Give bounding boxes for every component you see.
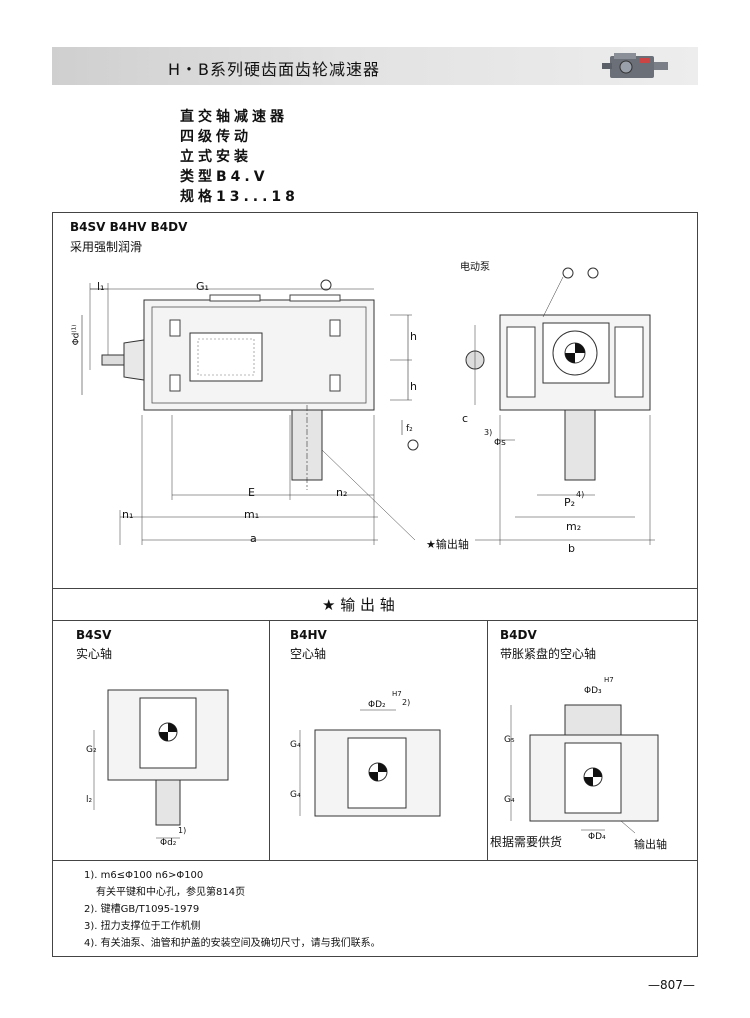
subtitle-line-5: 规格13...18: [180, 189, 299, 205]
dim-label-m2: m₂: [566, 520, 582, 533]
page-number: —807—: [648, 978, 695, 992]
variant-b4sv-code: B4SV: [76, 628, 112, 642]
h7-marker-dv: H7: [604, 676, 614, 684]
b4dv-drawing: [510, 704, 659, 834]
dim-label-g4: G₄: [504, 795, 515, 805]
note-1-marker: 1): [178, 826, 187, 835]
end-view-drawing: [465, 267, 655, 545]
dim-label-phi-d1: Φd⁽¹⁾: [71, 324, 82, 346]
note-3-marker: 3): [484, 428, 493, 437]
dim-label-phi-d2: Φd₂: [160, 838, 177, 848]
dim-label-h-upper: h: [410, 330, 417, 343]
dim-label-c: c: [462, 412, 469, 425]
subtitle-line-1: 直交轴减速器: [180, 109, 288, 125]
dim-label-g5: G₅: [504, 735, 515, 745]
note-4-marker: 4): [576, 490, 585, 499]
variant-b4sv-desc: 实心轴: [76, 647, 113, 661]
dim-label-g4-upper: G₄: [290, 740, 301, 750]
page-title: H・B系列硬齿面齿轮减速器: [168, 60, 381, 79]
variant-b4dv-desc: 带胀紧盘的空心轴: [500, 647, 597, 661]
note-2: 2). 键槽GB/T1095-1979: [84, 904, 200, 915]
side-view-drawing: [81, 279, 419, 545]
gearbox-logo-image: [600, 48, 676, 84]
dim-label-phi-s: Φs: [494, 438, 506, 448]
output-section-title: ★ 输 出 轴: [322, 596, 395, 614]
dim-label-phi-big-d2: ΦD₂: [368, 700, 386, 710]
dim-label-g4-lower: G₄: [290, 790, 301, 800]
dim-label-h-lower: h: [410, 380, 417, 393]
dim-label-n1: n₁: [122, 508, 134, 521]
dim-label-f2: f₂: [406, 424, 413, 434]
top-section-heading: B4SV B4HV B4DV: [70, 220, 188, 234]
dim-label-g1: G₁: [196, 280, 209, 293]
dim-label-m1: m₁: [244, 508, 260, 521]
header-band: [52, 47, 698, 85]
dim-label-l2: l₂: [86, 795, 93, 805]
note-2-marker: 2): [402, 698, 411, 707]
dim-label-g2: G₂: [86, 745, 97, 755]
dim-label-phi-d4: ΦD₄: [588, 832, 606, 842]
top-section-subheading: 采用强制润滑: [70, 240, 143, 254]
divider-line: [53, 588, 697, 589]
output-shaft-callout: ★输出轴: [426, 538, 469, 551]
dim-label-p2: P₂: [564, 496, 576, 509]
h7-marker: H7: [392, 690, 402, 698]
variant-b4hv-code: B4HV: [290, 628, 327, 642]
subtitle-line-2: 四级传动: [180, 129, 252, 145]
subtitle-line-3: 立式安装: [180, 149, 252, 165]
b4sv-drawing: [93, 689, 229, 839]
divider-line: [53, 860, 697, 861]
note-1-continued: 有关平键和中心孔，参见第814页: [96, 887, 246, 898]
output-shaft-label: 输出轴: [634, 838, 667, 851]
dim-label-e: E: [248, 486, 255, 499]
variant-b4hv-desc: 空心轴: [290, 647, 327, 661]
main-frame: [52, 212, 698, 957]
dim-label-b: b: [568, 542, 575, 555]
dim-label-l1: l₁: [97, 280, 105, 293]
b4hv-drawing: [299, 709, 441, 817]
dim-label-phi-d3: ΦD₃: [584, 686, 602, 696]
note-1: 1). m6≤Φ100 n6>Φ100: [84, 870, 204, 881]
variant-b4dv-code: B4DV: [500, 628, 537, 642]
supply-on-request-label: 根据需要供货: [490, 835, 563, 849]
note-3: 3). 扭力支撑位于工作机侧: [84, 921, 201, 932]
divider-line: [53, 620, 697, 621]
dim-label-n2: n₂: [336, 486, 348, 499]
note-4: 4). 有关油泵、油管和护盖的安装空间及确切尺寸，请与我们联系。: [84, 938, 381, 949]
pump-label: 电动泵: [460, 262, 490, 273]
divider-line: [269, 620, 270, 860]
subtitle-line-4: 类型B4.V: [180, 169, 269, 185]
dim-label-a: a: [250, 532, 257, 545]
divider-line: [487, 620, 488, 860]
